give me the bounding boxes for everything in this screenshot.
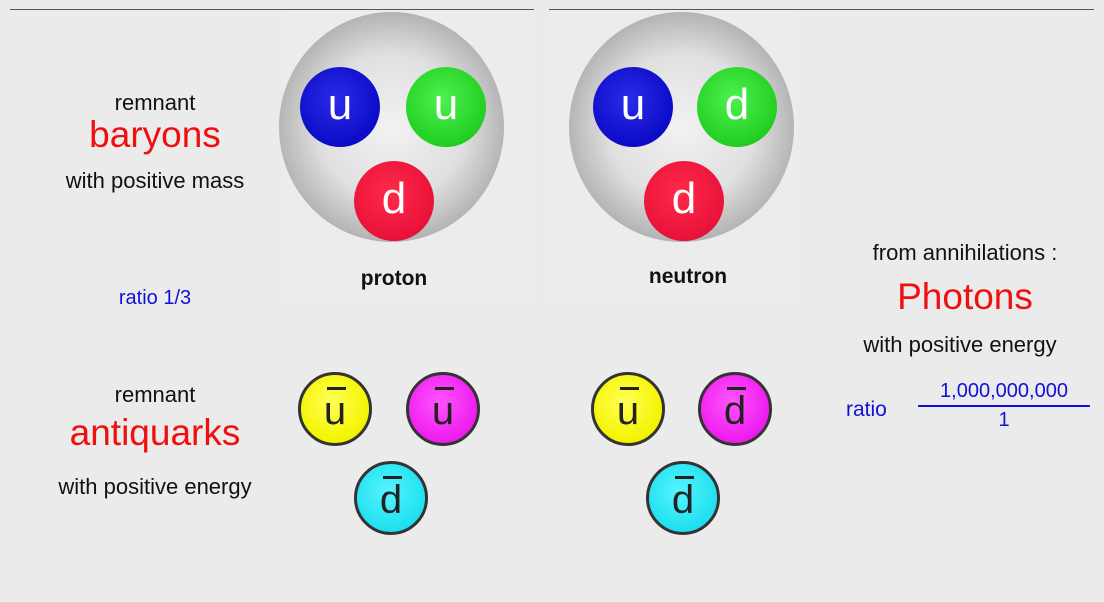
- proton-label: proton: [360, 267, 428, 290]
- antiquark-letter: u: [323, 389, 347, 433]
- quark-letter: u: [433, 80, 459, 129]
- ratio-denominator: 1: [998, 409, 1010, 431]
- top-divider-right: [549, 9, 1094, 10]
- ratio-numerator: 1,000,000,000: [918, 380, 1090, 407]
- antiquark-d-bar-3: d: [646, 461, 720, 535]
- antiquarks-title: antiquarks: [69, 412, 241, 453]
- neutron-quark-d: d: [697, 67, 777, 147]
- quark-letter: u: [327, 80, 353, 129]
- top-divider-left: [10, 9, 534, 10]
- baryons-ratio: ratio 1/3: [118, 287, 192, 309]
- antiquark-d-bar: d: [354, 461, 428, 535]
- proton-quark-d: d: [354, 161, 434, 241]
- antiquark-bar-icon: [327, 387, 346, 390]
- antiquark-bar-icon: [620, 387, 639, 390]
- photons-suffix: with positive energy: [863, 332, 1057, 357]
- photons-ratio-fraction: 1,000,000,000 1: [918, 380, 1090, 432]
- antiquark-letter: u: [616, 389, 640, 433]
- antiquark-u-bar-3: u: [591, 372, 665, 446]
- photons-prefix: from annihilations :: [872, 240, 1058, 265]
- antiquark-letter: d: [379, 478, 403, 522]
- baryons-prefix: remnant: [114, 90, 196, 115]
- antiquark-u-bar-2: u: [406, 372, 480, 446]
- antiquark-letter: d: [671, 478, 695, 522]
- baryons-title: baryons: [89, 114, 221, 155]
- antiquark-d-bar-2: d: [698, 372, 772, 446]
- antiquarks-prefix: remnant: [114, 382, 196, 407]
- neutron-label: neutron: [648, 265, 728, 288]
- photons-ratio-label: ratio: [846, 398, 887, 421]
- quark-letter: d: [724, 80, 750, 129]
- quark-letter: d: [671, 174, 697, 223]
- neutron-quark-u: u: [593, 67, 673, 147]
- antiquark-bar-icon: [383, 476, 402, 479]
- proton-quark-u-2: u: [406, 67, 486, 147]
- antiquark-bar-icon: [727, 387, 746, 390]
- antiquarks-suffix: with positive energy: [58, 474, 252, 499]
- antiquark-bar-icon: [435, 387, 454, 390]
- antiquark-u-bar: u: [298, 372, 372, 446]
- baryons-suffix: with positive mass: [65, 168, 245, 193]
- quark-letter: d: [381, 174, 407, 223]
- antiquark-bar-icon: [675, 476, 694, 479]
- proton-quark-u: u: [300, 67, 380, 147]
- photons-title: Photons: [897, 276, 1033, 317]
- quark-letter: u: [620, 80, 646, 129]
- neutron-quark-d-2: d: [644, 161, 724, 241]
- antiquark-letter: d: [723, 389, 747, 433]
- antiquark-letter: u: [431, 389, 455, 433]
